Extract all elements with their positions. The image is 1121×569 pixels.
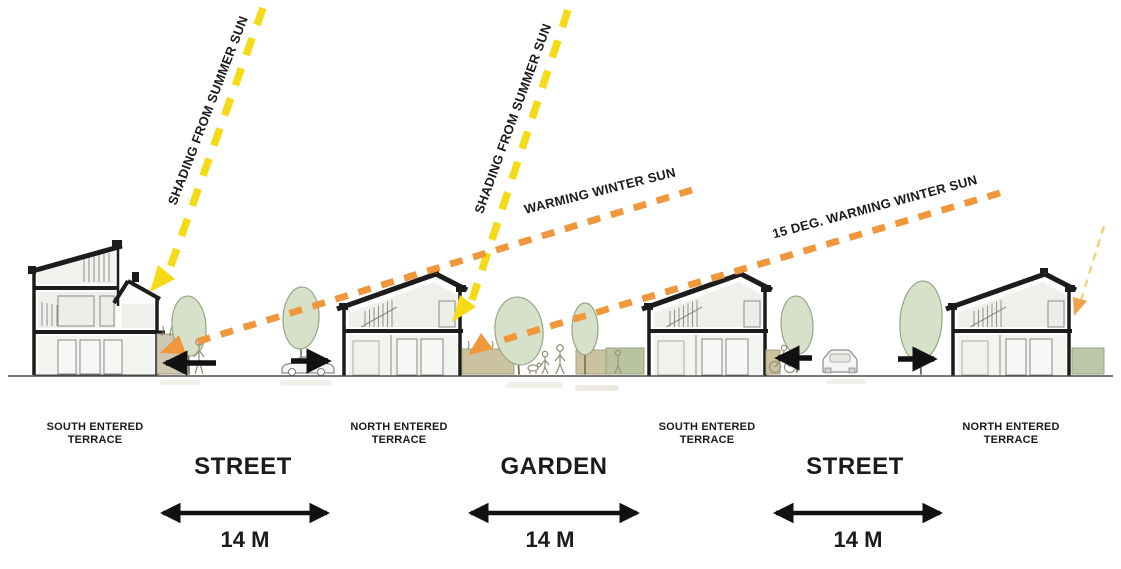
terrace-label-4-line2: TERRACE	[984, 434, 1039, 446]
terrace-label-4-line1: NORTH ENTERED	[962, 421, 1059, 433]
summer-sun-arrow-icon	[150, 265, 175, 292]
winter-sun-arrow-icon	[1073, 297, 1087, 316]
zone-label-street-1: STREET	[194, 453, 292, 480]
dimension-label-street-2: 14 M	[834, 527, 883, 552]
stair-rail	[41, 253, 110, 326]
people	[193, 338, 622, 375]
house-1-section	[28, 240, 165, 376]
terrace-label-1-line1: SOUTH ENTERED	[47, 421, 144, 433]
terrace-label-3-line1: SOUTH ENTERED	[659, 421, 756, 433]
entry-arrows	[162, 345, 938, 376]
winter-sun-line-1	[160, 186, 693, 354]
dimension-label-street-1: 14 M	[221, 527, 270, 552]
winter-sun-arrow-icon	[468, 333, 493, 355]
winter-sun-label-1: WARMING WINTER SUN	[523, 165, 678, 217]
dog	[527, 362, 542, 374]
summer-sun-label-2: SHADING FROM SUMMER SUN	[471, 21, 554, 215]
terrace-label-3-line2: TERRACE	[680, 434, 735, 446]
house-4-section	[946, 268, 1076, 376]
winter-sun-line-2	[468, 189, 1001, 355]
car-street-2	[822, 349, 858, 374]
hedge-right-edge	[1071, 347, 1105, 375]
garden-hedge-right	[605, 347, 645, 375]
winter-sun-line-faded	[1073, 225, 1106, 316]
terrace-label-1-line2: TERRACE	[68, 434, 123, 446]
tree	[282, 286, 320, 361]
tree	[494, 296, 544, 375]
summer-sun-label-1: SHADING FROM SUMMER SUN	[165, 14, 251, 207]
ground-shadows	[160, 379, 866, 391]
zone-labels: STREET GARDEN STREET 14 M 14 M 14 M	[194, 453, 904, 552]
terrace-label-2-line2: TERRACE	[372, 434, 427, 446]
winter-sun-arrow-icon	[160, 335, 186, 354]
summer-sun-arrow-icon	[452, 295, 476, 322]
trees	[171, 280, 943, 375]
terrace-labels: SOUTH ENTERED TERRACE NORTH ENTERED TERR…	[47, 421, 1060, 446]
house-2-section	[337, 268, 467, 376]
zone-label-street-2: STREET	[806, 453, 904, 480]
house-3-section	[642, 268, 772, 376]
zone-label-garden: GARDEN	[500, 453, 607, 480]
person	[614, 349, 622, 374]
person	[554, 344, 566, 375]
summer-sun-line-1	[150, 6, 267, 292]
terrace-label-2-line1: NORTH ENTERED	[350, 421, 447, 433]
dimension-label-garden: 14 M	[526, 527, 575, 552]
person	[540, 350, 550, 375]
summer-sun-line-2	[452, 8, 572, 322]
